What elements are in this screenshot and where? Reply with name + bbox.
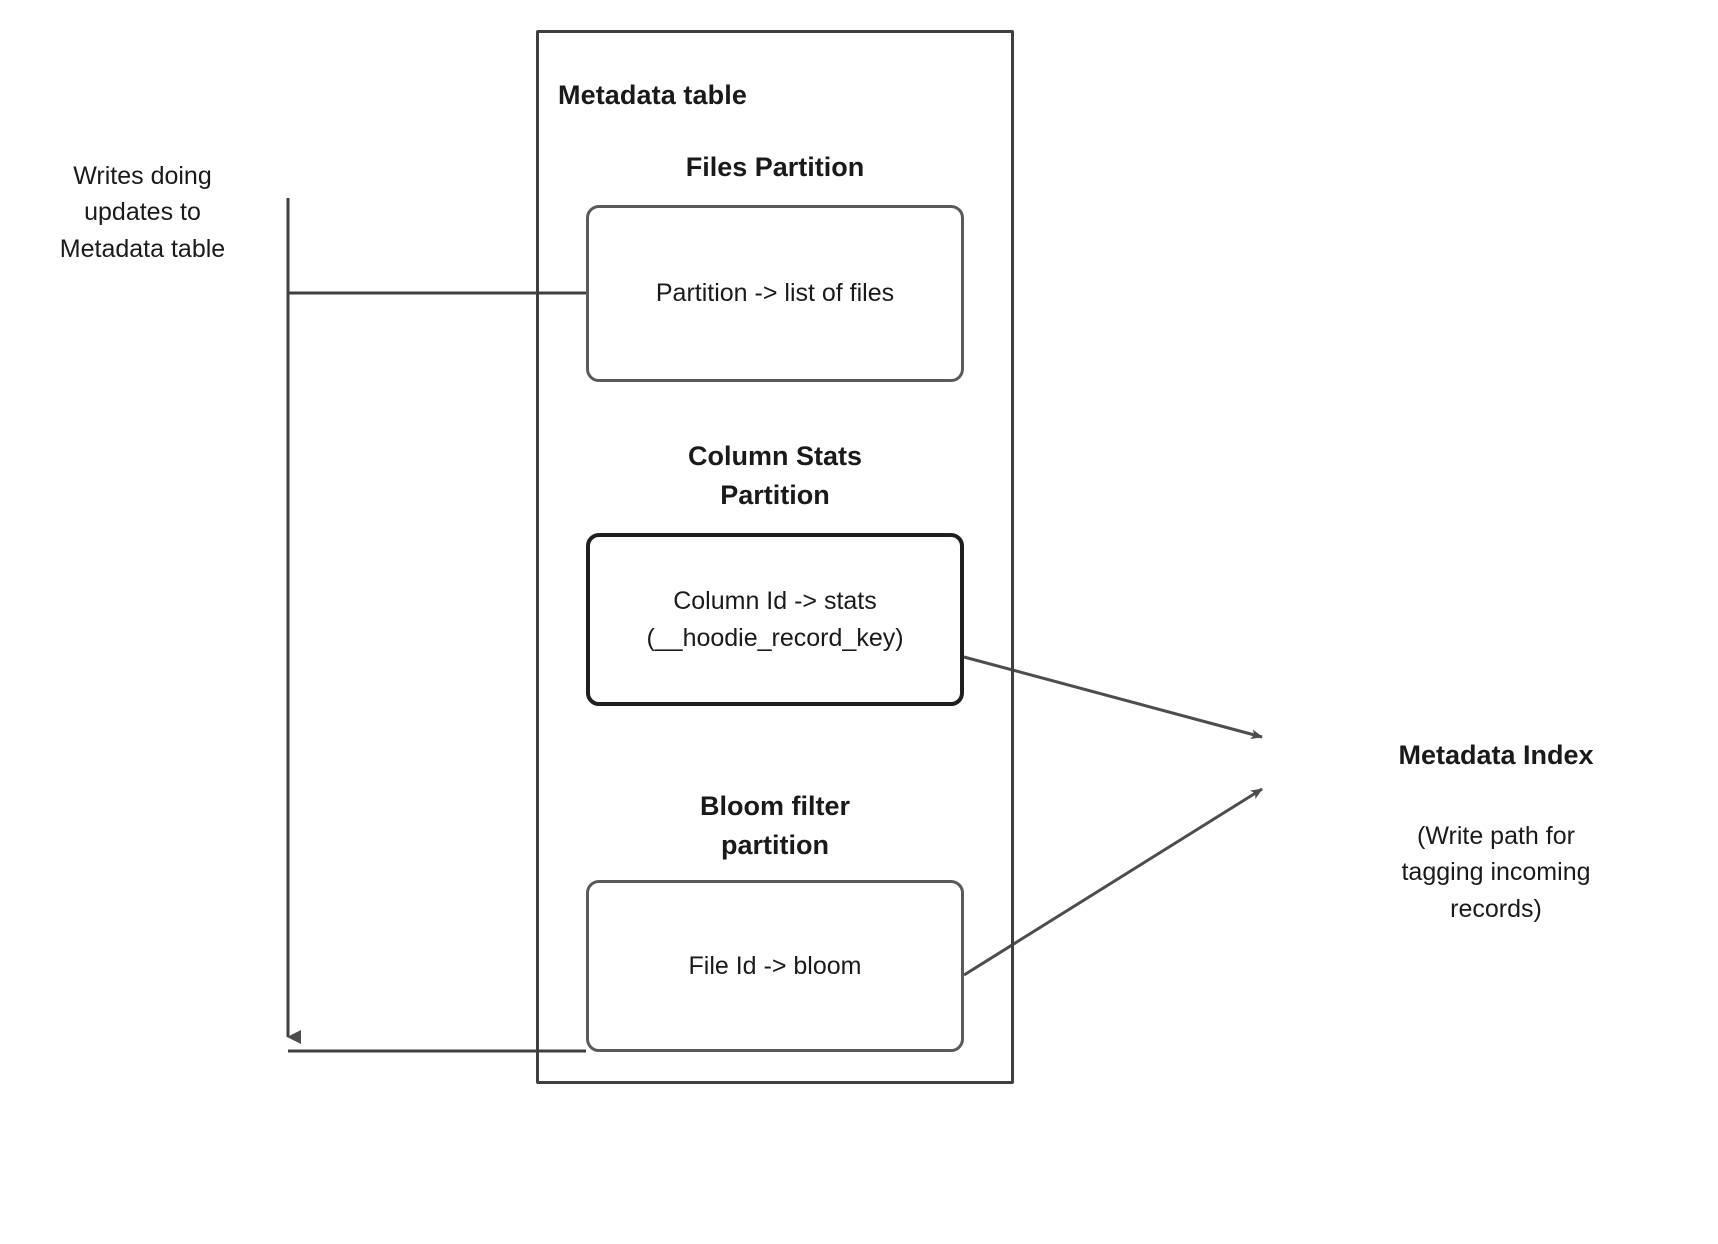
- bloom-filter-partition-heading: Bloom filter partition: [699, 791, 850, 861]
- bloom-filter-partition-box: File Id -> bloom: [586, 880, 964, 1052]
- files-partition-heading: Files Partition: [685, 152, 865, 182]
- bloom-filter-partition-box-text: File Id -> bloom: [688, 951, 862, 980]
- writes-annotation-label: Writes doing updates to Metadata table: [59, 162, 226, 263]
- column-stats-partition-box: Column Id -> stats (__hoodie_record_key): [586, 533, 964, 706]
- metadata-index-note: (Write path for tagging incoming records…: [1401, 822, 1591, 923]
- files-partition-box: Partition -> list of files: [586, 205, 964, 382]
- column-stats-partition-heading: Column Stats Partition: [687, 441, 862, 511]
- column-stats-partition-box-text: Column Id -> stats (__hoodie_record_key): [646, 587, 904, 652]
- metadata-table-title: Metadata table: [558, 80, 747, 110]
- files-partition-box-text: Partition -> list of files: [655, 279, 895, 308]
- metadata-table-container: [536, 30, 1014, 1084]
- metadata-index-title: Metadata Index: [1398, 740, 1594, 770]
